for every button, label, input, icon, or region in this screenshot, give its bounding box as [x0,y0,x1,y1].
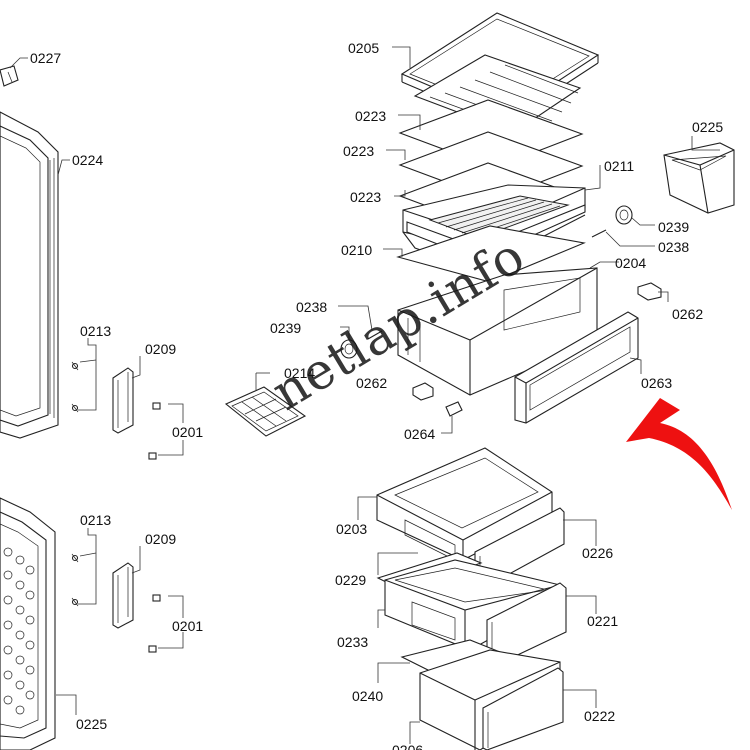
callout-0227: 0227 [30,50,62,66]
callout-0211: 0211 [604,158,635,174]
callout-0226: 0226 [582,545,614,561]
callout-0223-a: 0223 [355,108,387,124]
callout-0222: 0222 [584,708,616,724]
callout-0213-upper: 0213 [80,323,112,339]
callout-0239-left: 0239 [270,320,302,336]
hinge-cover-0227 [0,65,19,87]
handle-0209-upper [112,367,134,434]
callout-0229: 0229 [335,572,367,588]
callout-0221: 0221 [587,613,619,629]
freezer-drawer-0233 [384,559,561,665]
roller-0239-right [615,205,633,225]
handle-0209-lower [112,562,134,629]
ice-tray-0214 [224,386,307,437]
callout-0233: 0233 [337,634,369,650]
callout-0225-lower-door: 0225 [76,716,108,732]
callout-0213-lower: 0213 [80,512,112,528]
callout-0209-upper: 0209 [145,341,177,357]
glass-shelf-0210 [396,225,586,283]
callout-0203: 0203 [336,521,368,537]
callout-0240: 0240 [352,688,384,704]
callout-0209-lower: 0209 [145,531,177,547]
pin-0238-left [367,330,383,340]
callout-0223-b: 0223 [343,143,375,159]
callout-0214: 0214 [284,365,316,381]
callout-0263: 0263 [641,375,673,391]
frame-0205 [400,12,600,134]
callout-0225-bin: 0225 [692,119,724,135]
drawer-front-0263 [514,311,639,424]
screws-0213-upper [71,361,79,413]
catch-0264 [445,401,463,417]
pin-0238-right [591,229,607,238]
callout-0224: 0224 [72,152,104,168]
freezer-drawer-0203 [376,447,553,572]
caps-0201-upper [148,402,161,460]
callout-0239-right: 0239 [658,219,690,235]
callout-0264: 0264 [404,426,436,442]
callout-0210: 0210 [341,242,373,258]
leader-lines [9,46,720,744]
screws-0213-lower [71,553,79,607]
clip-0262-center [412,382,434,401]
callout-0201-lower: 0201 [172,618,204,634]
lower-door-0225 [0,497,56,750]
callout-0262-center: 0262 [356,375,388,391]
door-bin-0225 [663,142,735,214]
red-curved-arrow-icon [626,398,732,510]
callout-0201-upper: 0201 [172,424,204,440]
callout-0238-right: 0238 [658,239,690,255]
upper-door-0224 [0,111,59,439]
clip-0262-right [637,282,662,301]
callout-0238-left: 0238 [296,299,328,315]
drawer-front-0222 [482,667,564,750]
callout-0223-c: 0223 [350,189,382,205]
caps-0201-lower [148,594,161,653]
callout-0206: 0206 [392,742,424,750]
callout-0262-right: 0262 [672,306,704,322]
callout-0205: 0205 [348,40,380,56]
callout-0204: 0204 [615,255,647,271]
